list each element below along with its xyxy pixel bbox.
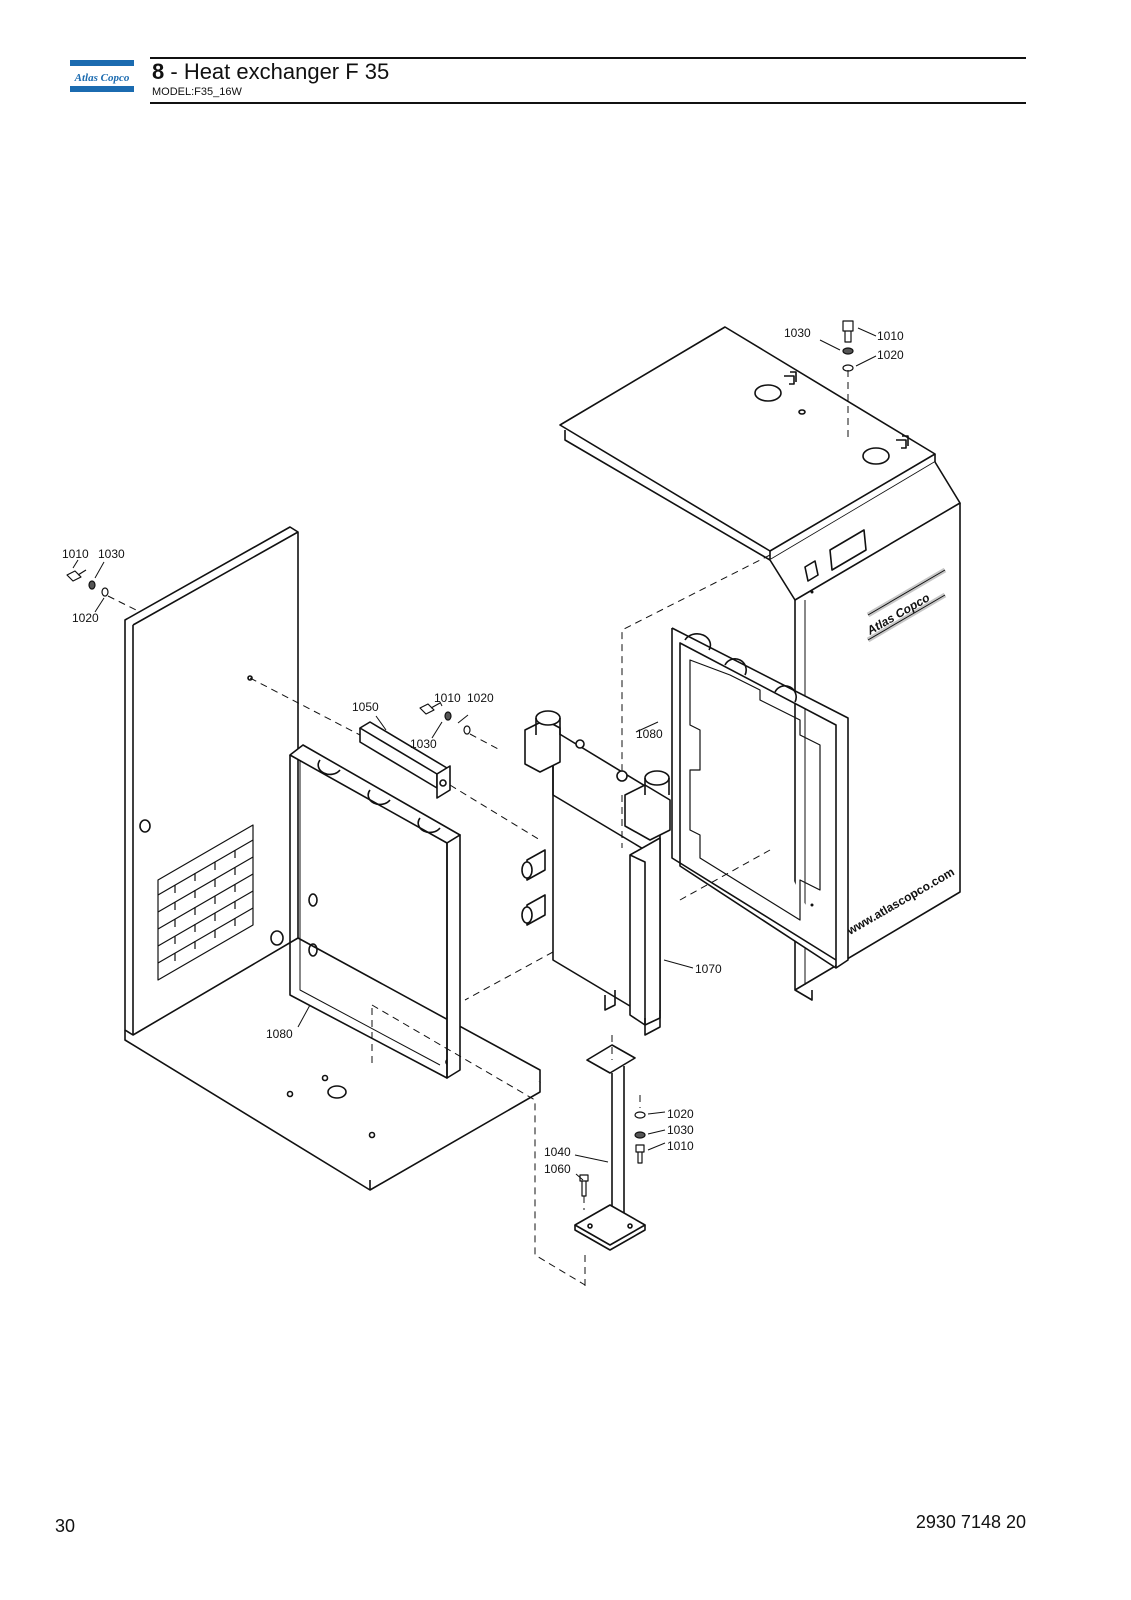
callout-mid-1030: 1030: [410, 737, 437, 751]
document-number: 2930 7148 20: [915, 1512, 1026, 1532]
callout-left-1080: 1080: [266, 1027, 293, 1041]
callout-left-1020: 1020: [72, 611, 99, 625]
callout-top-1030: 1030: [784, 326, 811, 340]
callout-left-1030: 1030: [98, 547, 125, 561]
bracket-part-1050: [359, 721, 451, 799]
header-rule-top: [150, 57, 1026, 59]
callout-mid-1010: 1010: [434, 691, 461, 705]
callout-left-1010: 1010: [62, 547, 89, 561]
callout-stand-1030: 1030: [667, 1123, 694, 1137]
svg-text:Atlas Copco: Atlas Copco: [74, 72, 130, 84]
section-title: Heat exchanger F 35: [183, 59, 390, 84]
callout-right-1080: 1080: [636, 727, 663, 741]
cabinet-housing: Atlas Copco www.atlascopco.com: [559, 326, 961, 1001]
insulation-block-left: [289, 744, 461, 1079]
callout-1070: 1070: [695, 962, 722, 976]
callout-top-1020: 1020: [877, 348, 904, 362]
callout-stand-1020: 1020: [667, 1107, 694, 1121]
fasteners: [66, 320, 854, 1197]
insulation-frame-right: [671, 627, 849, 969]
callout-1060: 1060: [544, 1162, 571, 1176]
callout-1040: 1040: [544, 1145, 571, 1159]
support-stand-1040: [574, 1044, 646, 1251]
section-separator: -: [164, 59, 184, 84]
page-number: 30: [55, 1516, 76, 1536]
leader-lines: [72, 327, 877, 1181]
section-number: 8: [152, 59, 165, 84]
assembly-lines: [107, 370, 849, 1290]
callout-1050: 1050: [352, 700, 379, 714]
header-rule-bottom: [150, 102, 1026, 104]
page-title: 8 - Heat exchanger F 35: [152, 59, 389, 85]
back-panel-left: [124, 526, 541, 1191]
callout-labels: 1030 1010 1020 1010 1030 1020 1050 1010 …: [62, 326, 904, 1176]
callout-stand-1010: 1010: [667, 1139, 694, 1153]
vent-grille: [157, 824, 254, 981]
callout-mid-1020: 1020: [467, 691, 494, 705]
model-label: MODEL:F35_16W: [152, 86, 242, 98]
atlas-copco-logo: Atlas Copco: [70, 60, 134, 92]
callout-top-1010: 1010: [877, 329, 904, 343]
heat-exchanger-1070: [521, 710, 671, 1036]
